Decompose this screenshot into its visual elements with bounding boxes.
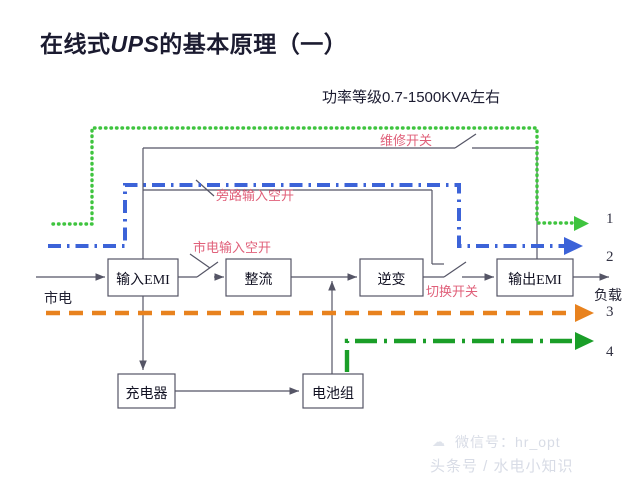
label-bypass-input-breaker: 旁路输入空开 [216, 188, 295, 203]
path-4-battery [344, 338, 580, 372]
block-label-rectifier: 整流 [244, 273, 273, 288]
label-maintenance-switch: 维修开关 [380, 133, 433, 148]
block-output-emi [496, 258, 574, 297]
label-mains-terminal: 市电 [44, 292, 72, 307]
page-title-prefix: 在线式 [40, 31, 111, 57]
path-2-arrowhead [564, 237, 583, 255]
block-battery [302, 373, 364, 409]
label-mains-input-breaker: 市电输入空开 [193, 240, 272, 255]
path-number-3: 3 [606, 304, 614, 320]
block-inverter [359, 258, 424, 297]
page-title-suffix: 的基本原理（一） [159, 31, 348, 57]
path-number-4: 4 [606, 344, 614, 360]
block-rectifier [225, 258, 292, 297]
watermark-wechat: 微信号：hr_opt [455, 434, 561, 450]
block-charger [117, 373, 176, 409]
path-4-arrowhead [575, 332, 594, 350]
path-1-maintenance-bypass [51, 126, 579, 226]
block-label-battery: 电池组 [312, 387, 354, 402]
block-input-emi [107, 258, 179, 297]
path-1-arrowhead [574, 216, 589, 231]
label-transfer-switch: 切换开关 [426, 284, 479, 299]
label-load-terminal: 负载 [594, 289, 622, 304]
block-label-input-emi: 输入EMI [116, 273, 170, 288]
block-label-charger: 充电器 [125, 387, 168, 402]
block-label-inverter: 逆变 [377, 273, 406, 288]
path-number-1: 1 [606, 211, 614, 227]
chat-cloud-icon: ☁ [432, 434, 445, 449]
path-number-2: 2 [606, 249, 614, 265]
page-title: 在线式UPS的基本原理（一） [40, 25, 347, 59]
path-2-bypass [48, 183, 570, 248]
power-rating-subtitle: 功率等级0.7-1500KVA左右 [322, 89, 501, 106]
path-3-arrowhead [575, 304, 594, 322]
watermark-toutiao: 头条号 / 水电小知识 [430, 458, 574, 475]
page-title-emphasis: UPS [110, 31, 160, 57]
block-label-output-emi: 输出EMI [508, 273, 562, 288]
